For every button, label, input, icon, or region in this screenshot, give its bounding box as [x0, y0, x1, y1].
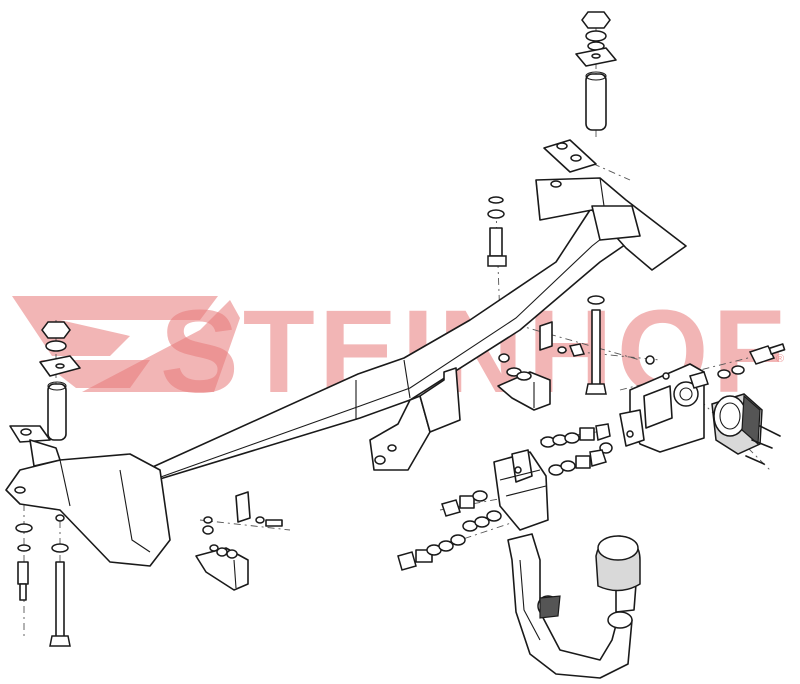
left-bolt-stack [39, 321, 81, 441]
hardware-row-middle [540, 423, 613, 476]
detachable-tow-ball-neck [507, 533, 637, 679]
small-l-bracket [497, 321, 553, 411]
long-vertical-bolt [585, 295, 607, 395]
right-mounting-bracket [535, 177, 687, 271]
electrical-socket [711, 393, 763, 455]
hitch-receiver [493, 449, 549, 531]
registered-mark: ® [776, 353, 784, 365]
hardware-row-lower [397, 490, 502, 571]
center-hanger-bracket [369, 367, 461, 471]
left-mounting-bracket [5, 425, 171, 567]
left-lower-bolts [15, 523, 71, 647]
tab-bolt-set [202, 516, 283, 559]
upper-bolt-a [487, 196, 507, 267]
socket-mount-bracket [619, 363, 705, 453]
top-bolt-stack [575, 11, 617, 131]
top-clamp-plate [543, 139, 597, 173]
lower-tab-bracket [195, 491, 251, 591]
hardware-row-upper [498, 343, 655, 381]
tow-ball-cover [595, 535, 641, 592]
socket-bolts [689, 343, 786, 465]
